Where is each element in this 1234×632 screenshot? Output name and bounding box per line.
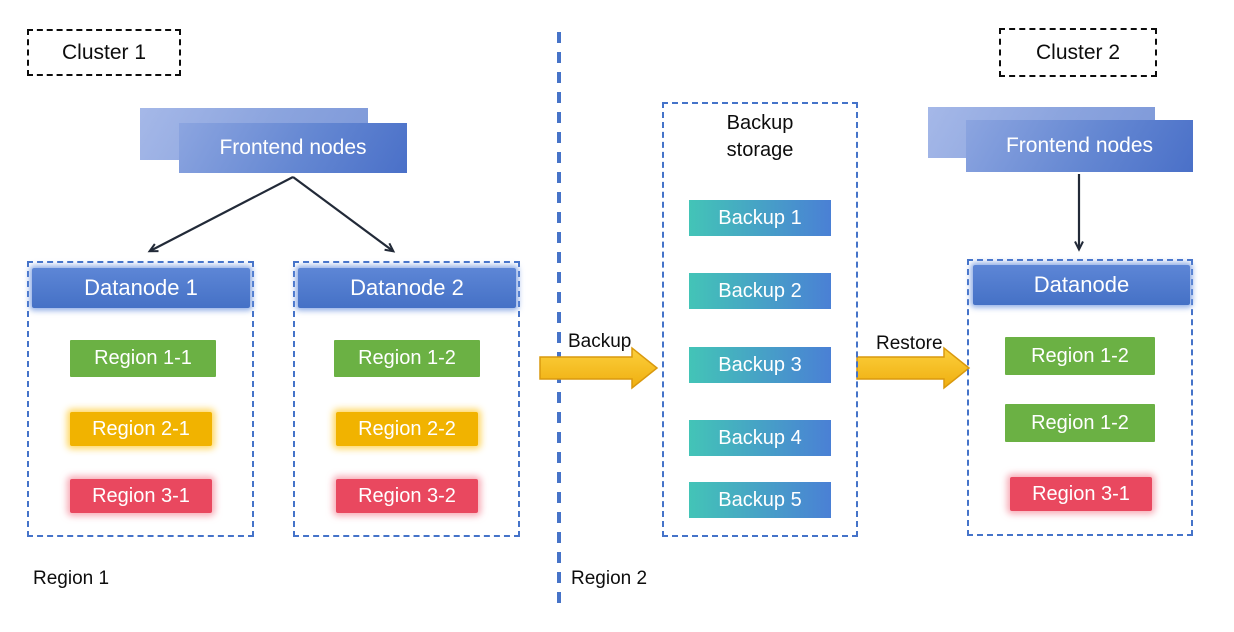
- cluster2-label-box: Cluster 2: [999, 28, 1157, 77]
- backup-storage-title: Backup storage: [726, 112, 794, 161]
- region-chip: Region 1-1: [70, 340, 216, 377]
- region-chip: Region 3-2: [336, 479, 478, 513]
- backup-item: Backup 1: [689, 200, 831, 236]
- cluster2-label: Cluster 2: [1035, 40, 1121, 64]
- backup-flow-label: Backup: [568, 331, 632, 352]
- frontend-to-datanode1-arrow: [147, 176, 294, 253]
- region-chip: Region 1-2: [1005, 404, 1155, 442]
- cluster1-label-box: Cluster 1: [27, 29, 181, 76]
- cluster2-datanode-header: Datanode: [973, 265, 1190, 305]
- region2-zone-label: Region 2: [571, 568, 648, 589]
- backup-storage-container: [662, 102, 858, 537]
- region-chip: Region 1-2: [334, 340, 480, 377]
- region-chip: Region 1-2: [1005, 337, 1155, 375]
- backup-item: Backup 5: [689, 482, 831, 518]
- region-chip: Region 2-1: [70, 412, 212, 446]
- cluster1-label: Cluster 1: [61, 40, 147, 64]
- datanode1-title: Datanode 1: [84, 275, 198, 300]
- datanode1-header: Datanode 1: [32, 268, 250, 308]
- region-chip: Region 2-2: [336, 412, 478, 446]
- region-label: Region 3-1: [1032, 482, 1130, 505]
- datanode1-container: [27, 261, 254, 537]
- region-separator-line: [557, 32, 561, 605]
- cluster2-datanode-title: Datanode: [1033, 272, 1130, 297]
- cluster1-frontend-node: Frontend nodes: [179, 123, 407, 173]
- region-label: Region 3-1: [92, 484, 190, 507]
- region-label: Region 2-1: [92, 417, 190, 440]
- cluster2-datanode-container: [967, 259, 1193, 536]
- restore-flow-label: Restore: [876, 333, 943, 354]
- datanode2-container: [293, 261, 520, 537]
- region-label: Region 1-1: [94, 347, 192, 369]
- backup-item: Backup 4: [689, 420, 831, 456]
- region-label: Region 2-2: [358, 417, 456, 440]
- datanode2-header: Datanode 2: [298, 268, 516, 308]
- region-chip: Region 3-1: [1010, 477, 1152, 511]
- cluster1-frontend-label: Frontend nodes: [219, 136, 367, 159]
- region-label: Region 1-2: [358, 347, 456, 369]
- region-chip: Region 3-1: [70, 479, 212, 513]
- backup-item-label: Backup 3: [718, 353, 802, 376]
- region-label: Region 1-2: [1031, 344, 1129, 367]
- region-label: Region 3-2: [358, 484, 456, 507]
- backup-item-label: Backup 1: [718, 206, 802, 229]
- backup-item-label: Backup 5: [718, 488, 802, 511]
- frontend-to-datanode2-arrow: [292, 176, 396, 253]
- backup-item: Backup 3: [689, 347, 831, 383]
- backup-item-label: Backup 2: [718, 279, 802, 302]
- datanode2-title: Datanode 2: [350, 275, 464, 300]
- backup-item: Backup 2: [689, 273, 831, 309]
- region1-zone-label: Region 1: [33, 568, 110, 589]
- backup-item-label: Backup 4: [718, 426, 802, 449]
- region-label: Region 1-2: [1031, 411, 1129, 434]
- cluster2-frontend-node: Frontend nodes: [966, 120, 1193, 172]
- cluster2-frontend-label: Frontend nodes: [1005, 134, 1154, 157]
